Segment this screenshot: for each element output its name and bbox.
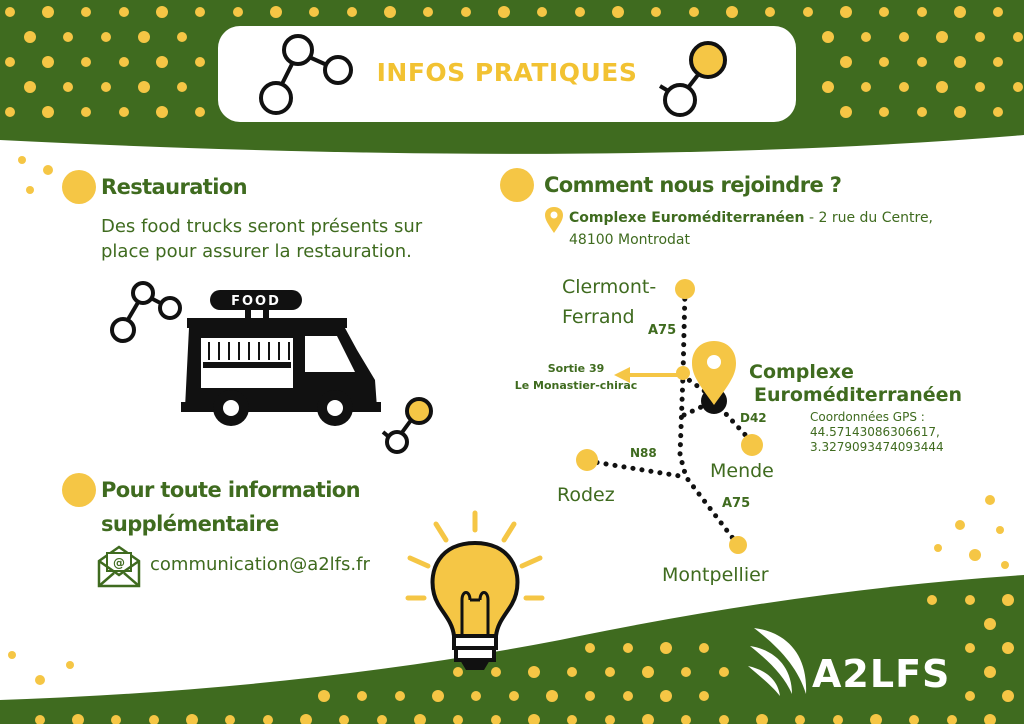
molecule-icon-truck-right [381, 397, 433, 454]
access-heading: Comment nous rejoindre ? [544, 173, 842, 197]
restauration-text-line1: Des food trucks seront présents sur [101, 216, 423, 237]
molecule-icon-truck-left [110, 281, 182, 343]
road-d42: D42 [740, 411, 767, 425]
restauration-text-line2: place pour assurer la restauration. [101, 241, 412, 262]
leaf-logo-icon [748, 628, 807, 696]
city-montpellier: Montpellier [662, 564, 769, 586]
road-a75-bottom: A75 [722, 496, 751, 511]
venue-pin-icon [692, 341, 736, 405]
clermont-dot [675, 279, 695, 299]
city-mende: Mende [710, 460, 774, 482]
a75-route [677, 287, 741, 548]
address-street: - 2 rue du Centre, [804, 210, 934, 226]
bullet-dot [500, 168, 534, 202]
brand-name: A2LFS [812, 652, 951, 696]
page-title: INFOS PRATIQUES [376, 58, 638, 87]
n88-route [585, 458, 689, 480]
food-truck-illustration: FOOD [110, 281, 433, 454]
road-a75-top: A75 [648, 323, 677, 338]
city-clermont-line1: Clermont- [562, 276, 657, 298]
info-heading-line2: supplémentaire [101, 512, 279, 536]
venue-label-line2: Euroméditerranéen [754, 384, 963, 406]
molecule-icon-right [658, 41, 727, 117]
truck-sign-text: FOOD [231, 294, 281, 309]
mende-dot [741, 434, 763, 456]
exit-line2: Le Monastier-chirac [514, 379, 638, 392]
gps-latitude: 44.57143086306617, [810, 425, 940, 439]
arrow-left-icon [614, 367, 630, 383]
info-heading-line1: Pour toute information [101, 478, 361, 502]
location-pin-icon [545, 207, 563, 233]
route-map [576, 279, 763, 554]
rodez-dot [576, 449, 598, 471]
email-link[interactable]: communication@a2lfs.fr [150, 554, 370, 575]
venue-label-line1: Complexe [749, 361, 854, 383]
city-clermont-line2: Ferrand [562, 306, 635, 328]
restauration-heading: Restauration [101, 175, 248, 199]
city-rodez: Rodez [557, 484, 615, 506]
gps-label: Coordonnées GPS : [810, 410, 925, 424]
road-n88: N88 [630, 446, 657, 460]
svg-text:@: @ [113, 556, 125, 570]
mail-icon: @ [97, 545, 141, 588]
venue-name: Complexe Euroméditerranéen [569, 210, 805, 226]
molecule-icon-left [259, 34, 353, 115]
address-line1: Complexe Euroméditerranéen - 2 rue du Ce… [569, 208, 933, 228]
bullet-dot [62, 170, 96, 204]
exit-line1: Sortie 39 [547, 362, 605, 375]
lightbulb-icon [405, 510, 545, 670]
gps-longitude: 3.3279093474093444 [810, 440, 944, 454]
address-line2: 48100 Montrodat [569, 232, 690, 248]
montpellier-dot [729, 536, 747, 554]
bullet-dot [62, 473, 96, 507]
